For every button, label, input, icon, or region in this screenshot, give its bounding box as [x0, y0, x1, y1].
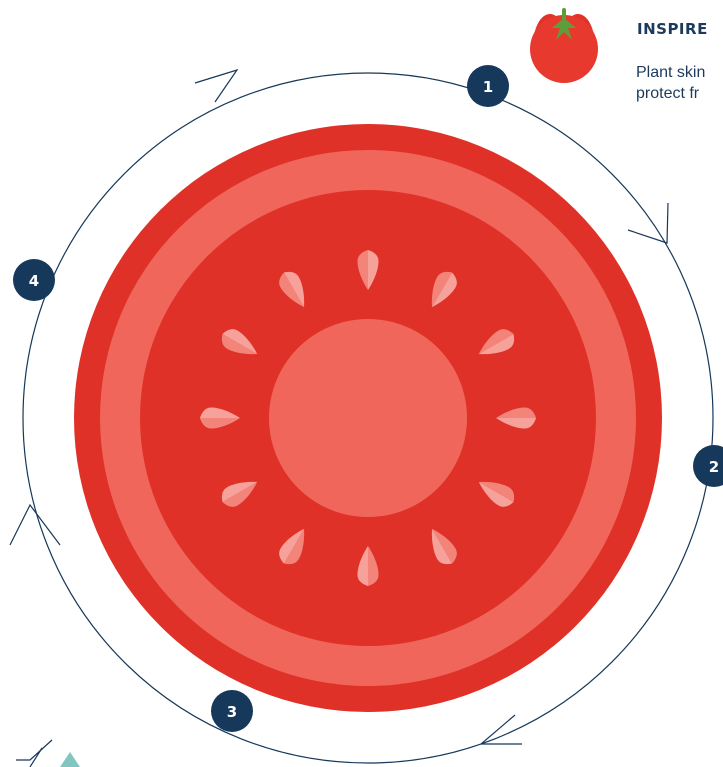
step-4-number: 4: [29, 272, 39, 290]
tomato-seed: [200, 407, 240, 429]
step-1-number: 1: [483, 78, 493, 96]
step-3-number: 3: [227, 703, 237, 721]
sprout-decoration-icon: [16, 739, 80, 767]
cycle-ring: [22, 72, 714, 764]
tomato-seed: [496, 407, 536, 429]
tomato-seed: [431, 271, 457, 308]
tomato-seed: [357, 546, 379, 586]
tomato-icon: [530, 8, 598, 83]
step-2-badge: 2: [693, 445, 723, 487]
tomato-seed: [431, 528, 457, 565]
tomato-seed: [279, 271, 305, 308]
tomato-seed: [478, 329, 515, 355]
tomato-seed: [478, 481, 515, 507]
panel-description-line-2: protect fr: [636, 85, 700, 102]
panel-title: INSPIRE: [637, 20, 708, 38]
step-1-badge: 1: [467, 65, 509, 107]
tomato-seed: [357, 250, 379, 290]
cycle-arrow-left: [9, 503, 61, 546]
cycle-arrow-top: [194, 68, 239, 103]
step-4-badge: 4: [13, 259, 55, 301]
step-2-number: 2: [709, 458, 719, 476]
tomato-seed: [279, 528, 305, 565]
tomato-seed: [221, 481, 258, 507]
tomato-slice-icon: [74, 124, 662, 712]
panel-description-line-1: Plant skin: [636, 64, 706, 81]
step-3-badge: 3: [211, 690, 253, 732]
cycle-arrow-right: [627, 202, 669, 244]
tomato-seeds: [200, 250, 536, 586]
panel-description: Plant skin protect fr: [636, 62, 705, 104]
tomato-seed: [221, 329, 258, 355]
cycle-arrow-bottom: [479, 714, 522, 745]
